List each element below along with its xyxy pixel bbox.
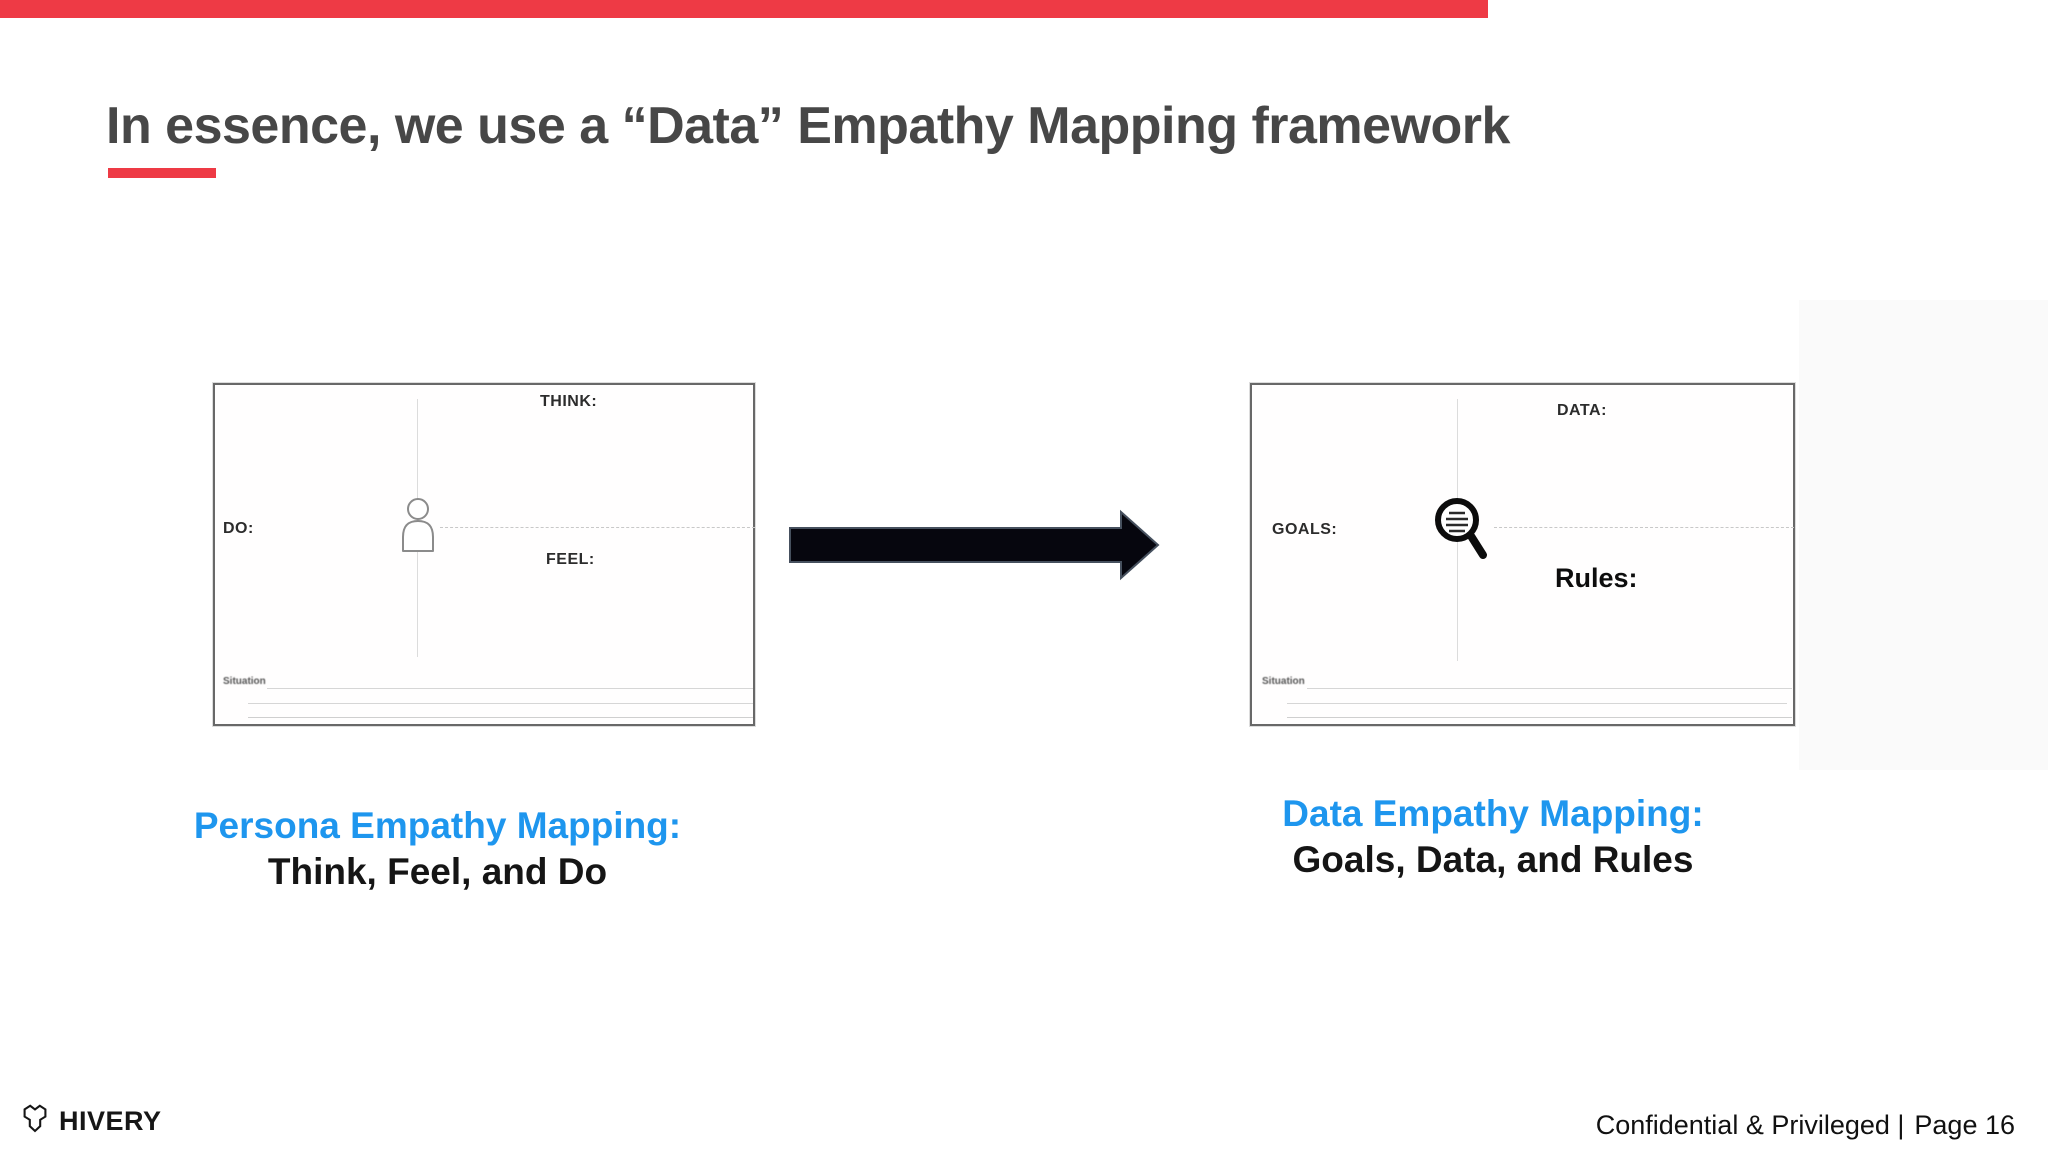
brand-logo: HIVERY (19, 1101, 162, 1142)
ruled-line (1307, 688, 1792, 689)
footer-confidentiality: Confidential & Privileged | Page 16 (1596, 1110, 2015, 1141)
page-title: In essence, we use a “Data” Empathy Mapp… (106, 97, 1510, 155)
title-underline (108, 168, 216, 178)
brand-name: HIVERY (59, 1106, 162, 1136)
top-accent-bar (0, 0, 1488, 18)
horizontal-guide-line (1494, 527, 1794, 528)
persona-caption-title: Persona Empathy Mapping: (193, 805, 682, 846)
do-label: DO: (223, 520, 254, 537)
feel-label: FEEL: (546, 551, 595, 568)
data-empathy-map-box: DATA: GOALS: Rules: Situation (1250, 383, 1795, 726)
person-icon (400, 497, 436, 558)
ruled-line (248, 717, 753, 718)
data-caption-title: Data Empathy Mapping: (1282, 793, 1704, 834)
page-number: Page 16 (1914, 1110, 2015, 1140)
ruled-line (267, 688, 753, 689)
rules-label: Rules: (1555, 563, 1638, 593)
flow-arrow-icon (788, 508, 1160, 587)
ruled-line (248, 703, 753, 704)
hivery-logo-icon (19, 1101, 51, 1142)
data-caption-subtitle: Goals, Data, and Rules (1292, 838, 1694, 880)
data-label: DATA: (1557, 402, 1607, 419)
data-map-caption: Data Empathy Mapping: Goals, Data, and R… (1220, 793, 1766, 881)
magnifier-icon (1427, 493, 1499, 570)
persona-map-caption: Persona Empathy Mapping: Think, Feel, an… (165, 805, 710, 893)
goals-label: GOALS: (1272, 521, 1338, 538)
horizontal-guide-line (440, 527, 755, 528)
think-label: THINK: (540, 393, 598, 410)
situation-label: Situation (1262, 676, 1305, 687)
ruled-line (1287, 703, 1787, 704)
persona-caption-subtitle: Think, Feel, and Do (267, 850, 608, 892)
situation-label: Situation (223, 676, 266, 687)
background-tint-panel (1799, 300, 2048, 770)
ruled-line (1287, 717, 1792, 718)
confidential-text: Confidential & Privileged | (1595, 1110, 1905, 1140)
persona-empathy-map-box: THINK: DO: FEEL: Situation (213, 383, 755, 726)
